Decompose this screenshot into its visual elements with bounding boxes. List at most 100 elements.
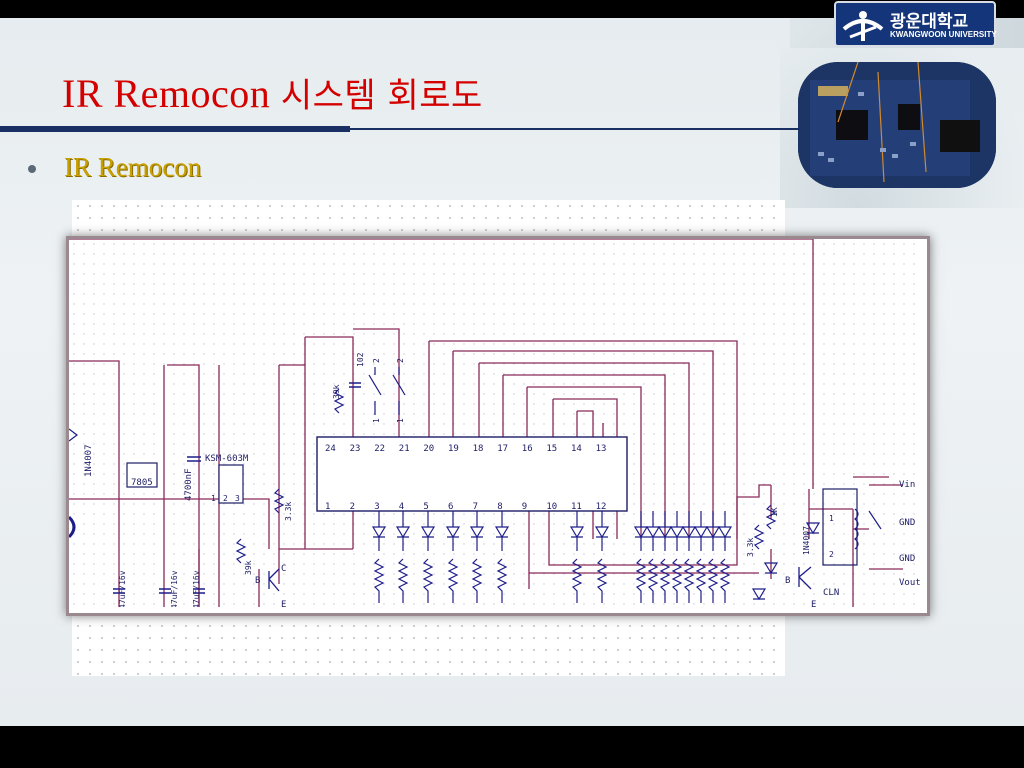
b-label-2: B <box>785 576 790 586</box>
logo-mark-icon <box>842 11 884 41</box>
ic-pin-bottom-4: 4 <box>399 502 404 512</box>
circuit-schematic: 1N4007 7805 47uF/16v 47uF/16v 47uF/16v <box>66 236 930 616</box>
cap-3-label: 47uF/16v <box>192 570 201 607</box>
diode-mid-1 <box>594 511 610 551</box>
led-diodes-left <box>371 511 610 551</box>
ladder-res-0 <box>373 558 385 603</box>
ic-pin-top-19: 19 <box>448 444 459 454</box>
transistor-left: B C E <box>255 564 286 607</box>
ic-pin-top-23: 23 <box>350 444 361 454</box>
res-39k-b-label: 39k <box>332 384 341 399</box>
led-right <box>763 562 779 575</box>
ladder-res-right-1 <box>647 558 659 603</box>
diode-right-0 <box>633 511 649 551</box>
ladder-res-mid-0 <box>571 558 583 603</box>
terminal-vin: Vin <box>899 480 915 490</box>
resistor-1k: 1K <box>765 504 779 530</box>
ic-pin-top-18: 18 <box>473 444 484 454</box>
resistor-3k3-left: 3.3k <box>273 488 293 521</box>
circuit-board-photo <box>798 62 996 188</box>
ladder-res-3 <box>447 558 459 603</box>
diode-4 <box>469 511 485 551</box>
diode-mid-0 <box>569 511 585 551</box>
c-label-1: C <box>281 564 286 574</box>
diode-right-7 <box>717 511 733 551</box>
sw-2-bot: 1 <box>396 418 405 423</box>
led-diodes-right <box>633 511 733 551</box>
ladder-res-right-3 <box>671 558 683 603</box>
ic-pin-bottom-12: 12 <box>596 502 607 512</box>
ic-pin-bottom-3: 3 <box>374 502 379 512</box>
diode-right-4 <box>681 511 697 551</box>
ic-pin-bottom-9: 9 <box>522 502 527 512</box>
sw-1-top: 2 <box>372 358 381 363</box>
ic-pin-top-24: 24 <box>325 444 336 454</box>
ladder-res-right-0 <box>635 558 647 603</box>
bullet-icon <box>28 165 36 173</box>
switch-1: 2 1 <box>368 358 382 423</box>
terminal-vout: Vout <box>899 578 921 588</box>
diode-left-bottom <box>751 588 767 601</box>
diode-3 <box>445 511 461 551</box>
capacitor-3: 47uF/16v <box>192 570 205 607</box>
relay-pin-2: 2 <box>829 550 834 559</box>
title-latin: IR Remocon <box>62 71 271 116</box>
relay-pin-1: 1 <box>829 514 834 523</box>
title-rule-thin <box>350 128 800 130</box>
ladder-res-5 <box>496 558 508 603</box>
ladder-res-mid-1 <box>596 558 608 603</box>
resistor-ladder-right <box>635 558 731 603</box>
ladder-res-right-2 <box>659 558 671 603</box>
resistor-ladder-left <box>373 558 608 603</box>
university-logo: 광운대학교 KWANGWOON UNIVERSITY <box>834 1 997 47</box>
res-1k-label: 1K <box>770 507 779 517</box>
regulator-7805: 7805 <box>126 462 158 488</box>
ic-pin-top-15: 15 <box>546 444 557 454</box>
switch-2: 2 1 <box>392 358 406 423</box>
relay: 1 2 <box>822 488 882 566</box>
ksm-pin-2: 2 <box>223 494 228 503</box>
cap-4-label: 4700nF <box>184 468 194 501</box>
e-label-1: E <box>281 600 286 607</box>
ic-pin-bottom-1: 1 <box>325 502 330 512</box>
ic-pin-top-16: 16 <box>522 444 533 454</box>
diode-right-3 <box>669 511 685 551</box>
ladder-res-right-5 <box>695 558 707 603</box>
ic-pin-bottom-5: 5 <box>423 502 428 512</box>
diode-1n4007-right: 1N4007 <box>802 522 821 555</box>
res-3k3-b-label: 3.3k <box>746 538 755 557</box>
ic-pin-top-21: 21 <box>399 444 410 454</box>
ladder-res-right-7 <box>719 558 731 603</box>
ic-pin-top-14: 14 <box>571 444 582 454</box>
logo-subtitle: KWANGWOON UNIVERSITY <box>890 30 997 39</box>
sw-2-top: 2 <box>396 358 405 363</box>
ic-pin-top-17: 17 <box>497 444 508 454</box>
ic-pin-bottom-6: 6 <box>448 502 453 512</box>
terminal-gnd-1: GND <box>899 518 915 528</box>
diode-5 <box>494 511 510 551</box>
ic-pin-bottom-10: 10 <box>546 502 557 512</box>
ic-pin-top-22: 22 <box>374 444 385 454</box>
regulator-label: 7805 <box>131 478 153 488</box>
terminal-gnd-2: GND <box>899 554 915 564</box>
transistor-right-label: CLN <box>823 588 839 598</box>
top-bar <box>0 0 1024 18</box>
input-jack-icon <box>69 515 76 539</box>
ladder-res-right-4 <box>683 558 695 603</box>
slide-title: IR Remocon 시스템 회로도 <box>62 68 483 117</box>
diode-right-label: 1N4007 <box>802 526 811 555</box>
bullet-text: IR Remocon <box>64 152 202 182</box>
logo-name: 광운대학교 <box>890 12 969 32</box>
cap-1-label: 47uF/16v <box>118 570 127 607</box>
diode-right-6 <box>705 511 721 551</box>
ladder-res-right-6 <box>707 558 719 603</box>
capacitor-4700nf: 4700nF <box>184 456 201 501</box>
ir-sensor-ksm603m: KSM-603M 1 2 3 <box>205 454 249 504</box>
diode-right-1 <box>645 511 661 551</box>
diode-right-5 <box>693 511 709 551</box>
title-rule-thick <box>0 126 350 132</box>
ic-pin-bottom-11: 11 <box>571 502 582 512</box>
title-korean: 시스템 회로도 <box>280 76 483 116</box>
resistor-3k3-right: 3.3k <box>746 524 765 557</box>
